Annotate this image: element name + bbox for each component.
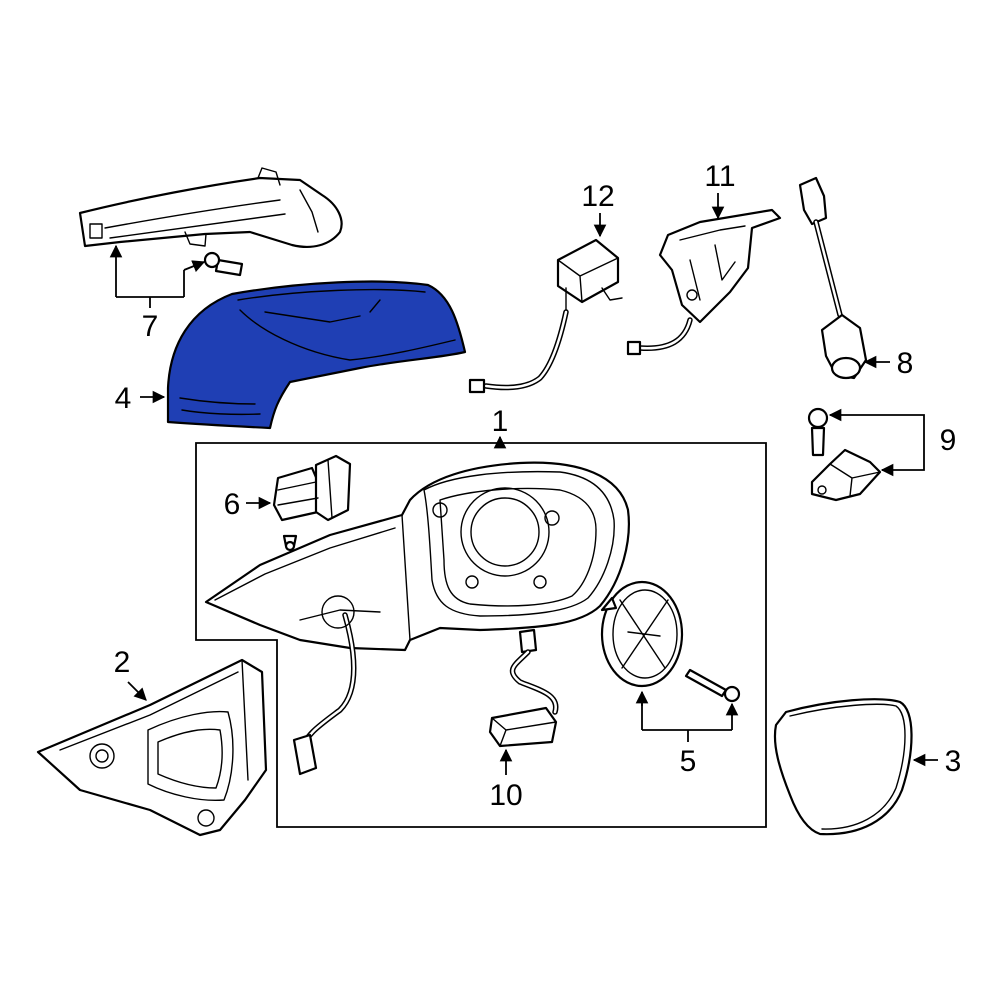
screw-7[interactable] [203,251,244,277]
callout-9: 9 [940,424,957,457]
lamp-harness[interactable] [488,628,559,748]
callout-8: 8 [897,347,914,380]
turn-signal-lamp[interactable] [78,167,343,249]
callout-5: 5 [680,745,697,778]
mount-bracket[interactable] [626,208,782,356]
callout-10: 10 [489,779,522,812]
leader-7b-arrow [183,260,206,273]
leader-5 [641,694,733,742]
callout-7: 7 [142,310,159,343]
callout-3: 3 [945,745,962,778]
assembly-outline [195,442,767,828]
sensor-harness[interactable] [798,176,868,380]
callout-6: 6 [224,488,241,521]
callout-11: 11 [704,160,735,193]
leader-2 [127,681,147,701]
screw-5[interactable] [684,668,741,703]
mirror-glass[interactable] [773,698,913,836]
callout-4: 4 [115,382,132,415]
sail-bracket[interactable] [36,658,268,837]
actuator-mount[interactable] [600,580,684,688]
callout-2: 2 [114,646,131,679]
callout-1: 1 [492,405,509,438]
callout-12: 12 [581,180,614,213]
screw-9[interactable] [807,407,829,457]
control-module[interactable] [468,238,623,394]
puddle-lamp[interactable] [810,448,882,502]
leader-9 [832,414,925,471]
leader-7-bracket [116,296,184,308]
mirror-housing[interactable] [204,461,630,776]
mirror-motor[interactable] [272,454,352,552]
mirror-cover-part[interactable] [166,280,467,430]
